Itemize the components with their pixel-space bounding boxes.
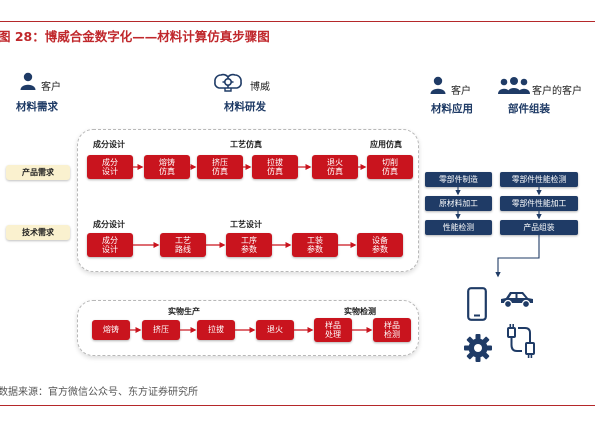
people-group-icon <box>498 77 530 94</box>
step-drawing-sim: 拉拔 仿真 <box>252 155 298 179</box>
section-process-design: 工艺设计 <box>230 220 262 229</box>
section-composition-design: 成分设计 <box>93 140 125 149</box>
row-label-tech-needs: 技术需求 <box>6 225 70 240</box>
app-raw-material-processing: 原材料加工 <box>425 196 492 211</box>
top-rule <box>0 21 595 22</box>
connector-icon <box>507 324 535 358</box>
section-physical-inspection: 实物检测 <box>344 307 376 316</box>
figure-title: 图 28：博威合金数字化——材料计算仿真步骤图 <box>0 29 270 44</box>
gear-icon <box>464 334 492 362</box>
header-component-assembly: 部件组装 <box>508 103 550 115</box>
header-material-application: 材料应用 <box>431 103 473 115</box>
step-extrusion: 挤压 <box>142 320 180 340</box>
bottom-rule <box>0 405 595 406</box>
step-composition-design-2: 成分 设计 <box>87 233 133 257</box>
figure-source: 数据来源：官方微信公众号、东方证券研究所 <box>0 387 198 398</box>
step-process-params: 工序 参数 <box>226 233 272 257</box>
header-customers-customer: 客户的客户 <box>532 86 582 97</box>
step-annealing-sim: 退火 仿真 <box>312 155 358 179</box>
app-part-manufacturing: 零部件制造 <box>425 172 492 187</box>
step-equipment-params: 设备 参数 <box>357 233 403 257</box>
step-drawing: 拉拔 <box>197 320 235 340</box>
header-material-needs: 材料需求 <box>16 101 58 113</box>
app-performance-test: 性能检测 <box>425 220 492 235</box>
section-composition-design-2: 成分设计 <box>93 220 125 229</box>
asm-part-performance-processing: 零部件性能加工 <box>500 196 578 211</box>
step-cutting-sim: 切削 仿真 <box>367 155 413 179</box>
step-extrusion-sim: 挤压 仿真 <box>197 155 243 179</box>
step-sample-inspection: 样品 检测 <box>373 318 411 342</box>
asm-product-assembly: 产品组装 <box>500 220 578 235</box>
header-customer-1: 客户 <box>41 82 61 93</box>
connector-to-products <box>495 235 540 278</box>
section-application-simulation: 应用仿真 <box>370 140 402 149</box>
person-icon <box>20 72 36 90</box>
smartphone-icon <box>467 287 487 321</box>
header-material-rd: 材料研发 <box>224 101 266 113</box>
step-sample-processing: 样品 处理 <box>314 318 352 342</box>
section-physical-production: 实物生产 <box>168 307 200 316</box>
step-casting-sim: 熔铸 仿真 <box>144 155 190 179</box>
section-process-simulation: 工艺仿真 <box>230 140 262 149</box>
brain-gear-icon <box>214 73 242 92</box>
step-composition-design: 成分 设计 <box>87 155 133 179</box>
row-label-product-needs: 产品需求 <box>6 165 70 180</box>
asm-part-performance-test: 零部件性能检测 <box>500 172 578 187</box>
header-boway: 博威 <box>250 82 270 93</box>
physical-panel <box>77 300 419 356</box>
step-process-route: 工艺 路线 <box>160 233 206 257</box>
header-customer-2: 客户 <box>451 86 471 97</box>
step-annealing: 退火 <box>256 320 294 340</box>
step-casting: 熔铸 <box>92 320 130 340</box>
person-icon <box>430 76 446 94</box>
car-icon <box>501 292 533 309</box>
step-tooling-params: 工装 参数 <box>292 233 338 257</box>
